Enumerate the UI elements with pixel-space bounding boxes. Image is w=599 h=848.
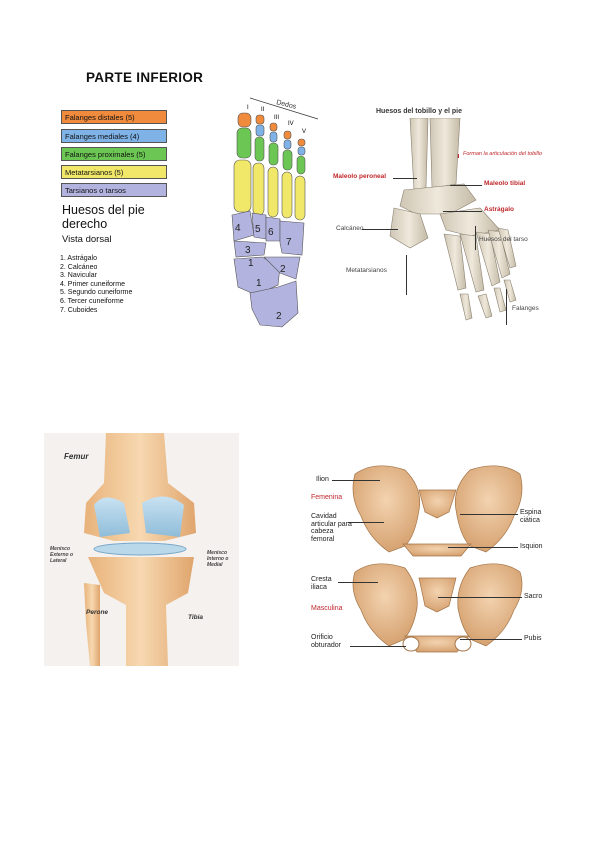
label-falanges: Falanges <box>512 305 539 312</box>
label-maleolo-tibial: Maleolo tibial <box>484 180 526 187</box>
ankle-figure-title: Huesos del tobillo y el pie <box>376 108 462 115</box>
legend-metatarsals: Metatarsianos (5) <box>61 165 167 179</box>
list-item: 2. Calcáneo <box>60 263 98 271</box>
foot-heading: Huesos del pie derecho <box>62 203 145 231</box>
svg-text:1: 1 <box>256 278 262 289</box>
svg-text:1: 1 <box>248 258 254 269</box>
foot-dorsal-illustration: Dedos I II III IV V <box>231 97 319 328</box>
legend-medial-phalanges: Falanges mediales (4) <box>61 129 167 143</box>
label-calcaneo: Calcáneo <box>336 225 364 232</box>
label-tibia: Tibia <box>188 614 204 621</box>
label-metatarsianos: Metatarsianos <box>346 267 387 274</box>
svg-text:2: 2 <box>280 264 286 275</box>
toe-numeral: IV <box>288 121 294 127</box>
legend-proximal-phalanges: Falanges proximales (5) <box>61 147 167 161</box>
list-item: 1. Astrágalo <box>60 255 97 262</box>
label-femenina: Femenina <box>311 494 343 501</box>
svg-text:7: 7 <box>286 237 292 248</box>
label-sacro: Sacro <box>524 593 543 600</box>
label-femur: Femur <box>64 452 89 461</box>
label-maleolo-peroneal: Maleolo peroneal <box>333 173 387 180</box>
ankle-bones-illustration <box>389 118 517 321</box>
label-ilion: Ilion <box>316 476 329 483</box>
toe-numeral: V <box>302 129 306 135</box>
label-menisco-externo: Menisco Externo o Lateral <box>50 546 74 564</box>
list-item: 4. Primer cuneiforme <box>60 280 125 288</box>
label-astragalo: Astrágalo <box>484 206 514 213</box>
label-perone: Perone <box>86 609 109 616</box>
label-cresta: Cresta iliaca <box>311 576 332 591</box>
label-orificio: Orificio obturador <box>311 634 341 649</box>
toe-numeral: II <box>261 107 265 113</box>
label-menisco-interno: Menisco Interno o Medial <box>207 550 229 568</box>
knee-illustration <box>84 433 196 666</box>
list-item: 6. Tercer cuneiforme <box>60 297 124 305</box>
foot-bone-list: 1. Astrágalo 2. Calcáneo 3. Navicular 4.… <box>60 255 132 315</box>
svg-text:2: 2 <box>276 311 282 322</box>
label-isquion: Isquion <box>520 543 543 550</box>
list-item: 3. Navicular <box>60 272 97 280</box>
svg-text:5: 5 <box>255 224 261 235</box>
list-item: 7. Cuboides <box>60 306 98 314</box>
svg-text:3: 3 <box>245 245 251 256</box>
svg-text:4: 4 <box>235 223 241 234</box>
label-huesos-tarso: Huesos del tarso <box>479 236 528 243</box>
svg-text:6: 6 <box>268 227 274 238</box>
knee-figure <box>44 433 239 666</box>
toes-label: Dedos <box>276 99 298 111</box>
label-masculina: Masculina <box>311 605 343 612</box>
list-item: 5. Segundo cuneiforme <box>60 289 133 297</box>
toe-numeral: III <box>274 115 279 121</box>
ankle-legend: Forman la articulación del tobillo <box>463 151 542 157</box>
foot-subheading: Vista dorsal <box>62 234 112 245</box>
toe-numeral: I <box>247 105 249 111</box>
legend-distal-phalanges: Falanges distales (5) <box>61 110 167 124</box>
page-title: PARTE INFERIOR <box>86 70 204 85</box>
pelvis-illustration <box>352 465 523 653</box>
legend-tarsals: Tarsianos o tarsos <box>61 183 167 197</box>
label-espina: Espina ciática <box>520 509 542 524</box>
label-pubis: Pubis <box>524 635 542 642</box>
label-cavidad: Cavidad articular para cabeza femoral <box>311 513 352 543</box>
